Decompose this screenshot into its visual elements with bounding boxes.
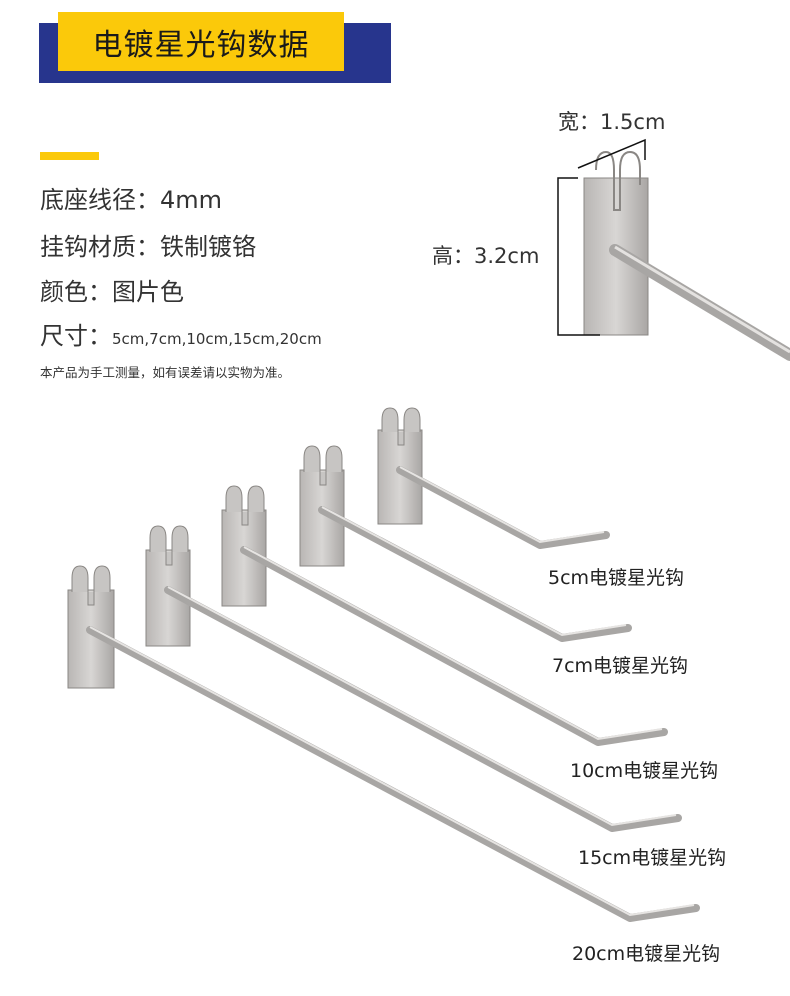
spec-wire-diameter: 底座线径：4mm	[40, 180, 222, 215]
spec-value: 5cm,7cm,10cm,15cm,20cm	[112, 330, 322, 348]
hook-10cm	[221, 485, 668, 746]
spec-value: 铁制镀铬	[160, 233, 256, 261]
spec-value: 图片色	[112, 278, 184, 306]
width-dimension-label: 宽：1.5cm	[558, 110, 666, 134]
spec-label: 尺寸：	[40, 322, 112, 350]
spec-label: 挂钩材质：	[40, 233, 160, 261]
spec-label: 颜色：	[40, 278, 112, 306]
accent-divider	[40, 152, 99, 160]
hook-label-7cm: 7cm电镀星光钩	[552, 655, 689, 677]
spec-color: 颜色：图片色	[40, 272, 184, 307]
hook-5cm	[377, 407, 610, 549]
hook-label-20cm: 20cm电镀星光钩	[572, 943, 721, 965]
height-dimension-label: 高：3.2cm	[432, 244, 540, 268]
hook-20cm	[67, 565, 700, 922]
spec-size: 尺寸：5cm,7cm,10cm,15cm,20cm	[40, 316, 322, 351]
spec-material: 挂钩材质：铁制镀铬	[40, 227, 256, 262]
width-bracket	[577, 138, 646, 169]
hook-label-5cm: 5cm电镀星光钩	[548, 567, 685, 589]
hook-15cm	[145, 525, 682, 832]
hook-7cm	[299, 445, 632, 642]
hook-label-15cm: 15cm电镀星光钩	[578, 847, 727, 869]
height-bracket	[557, 177, 600, 336]
hook-label-10cm: 10cm电镀星光钩	[570, 760, 719, 782]
page-title: 电镀星光钩数据	[58, 12, 344, 71]
spec-label: 底座线径：	[40, 186, 160, 214]
measurement-note: 本产品为手工测量，如有误差请以实物为准。	[40, 365, 291, 380]
spec-value: 4mm	[160, 186, 223, 214]
detail-hook	[557, 138, 790, 361]
